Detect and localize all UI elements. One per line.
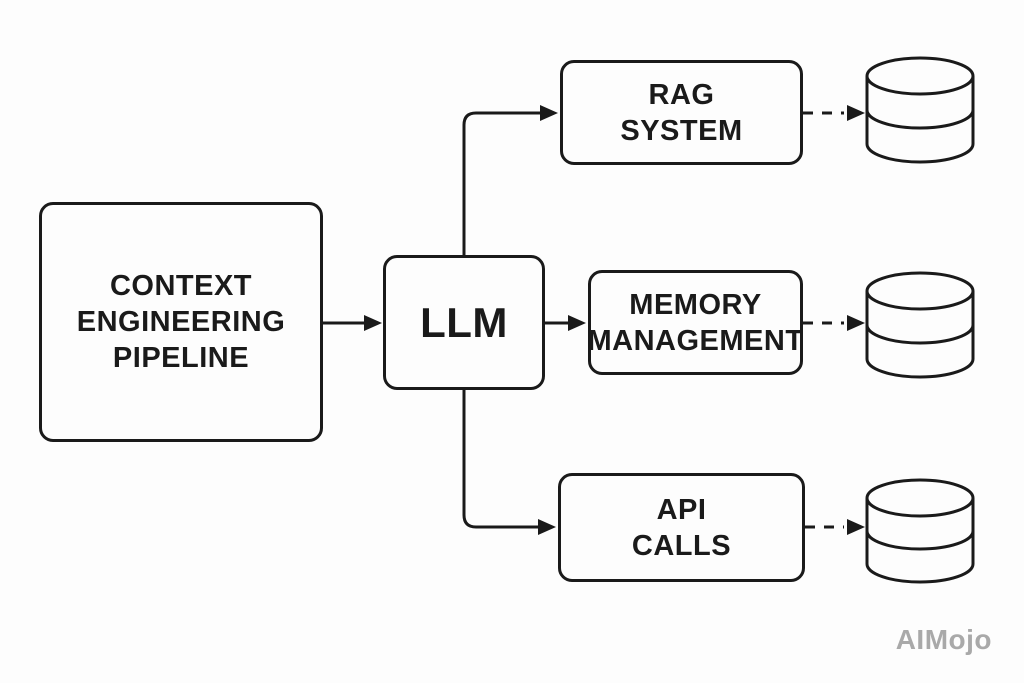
node-label: SYSTEM [620,114,743,147]
llm-to-rag-line [462,111,542,255]
node-label: API [656,493,707,526]
llm-to-api-line [462,390,540,529]
llm-to-rag-arrowhead-icon [540,105,558,121]
node-label: MEMORY [629,288,762,321]
rag-to-datastore-arrowhead-icon [847,105,865,121]
llm-to-api-arrowhead-icon [538,519,556,535]
llm-to-memory-arrowhead-icon [568,315,586,331]
node-label: RAG [648,78,715,111]
node-label: CONTEXT [109,270,253,302]
node-memory-management: MEMORY MANAGEMENT [587,270,804,375]
rag-database-icon [865,56,975,164]
node-label: PIPELINE [112,342,250,374]
api-to-datastore-arrowhead-icon [847,519,865,535]
api-database-icon [865,478,975,584]
node-label: MANAGEMENT [587,324,804,357]
memory-database-icon [865,271,975,379]
watermark: AIMojo [895,624,992,655]
node-rag-system: RAG SYSTEM [560,60,803,165]
node-label: LLM [420,298,508,346]
node-context-engineering-pipeline: CONTEXT ENGINEERING PIPELINE [39,202,323,442]
memory-to-datastore-arrowhead-icon [847,315,865,331]
node-label: CALLS [631,529,732,562]
node-label: ENGINEERING [76,306,286,338]
node-api-calls: API CALLS [558,473,805,582]
node-llm: LLM [383,255,545,390]
pipeline-to-llm-arrowhead-icon [364,315,382,331]
